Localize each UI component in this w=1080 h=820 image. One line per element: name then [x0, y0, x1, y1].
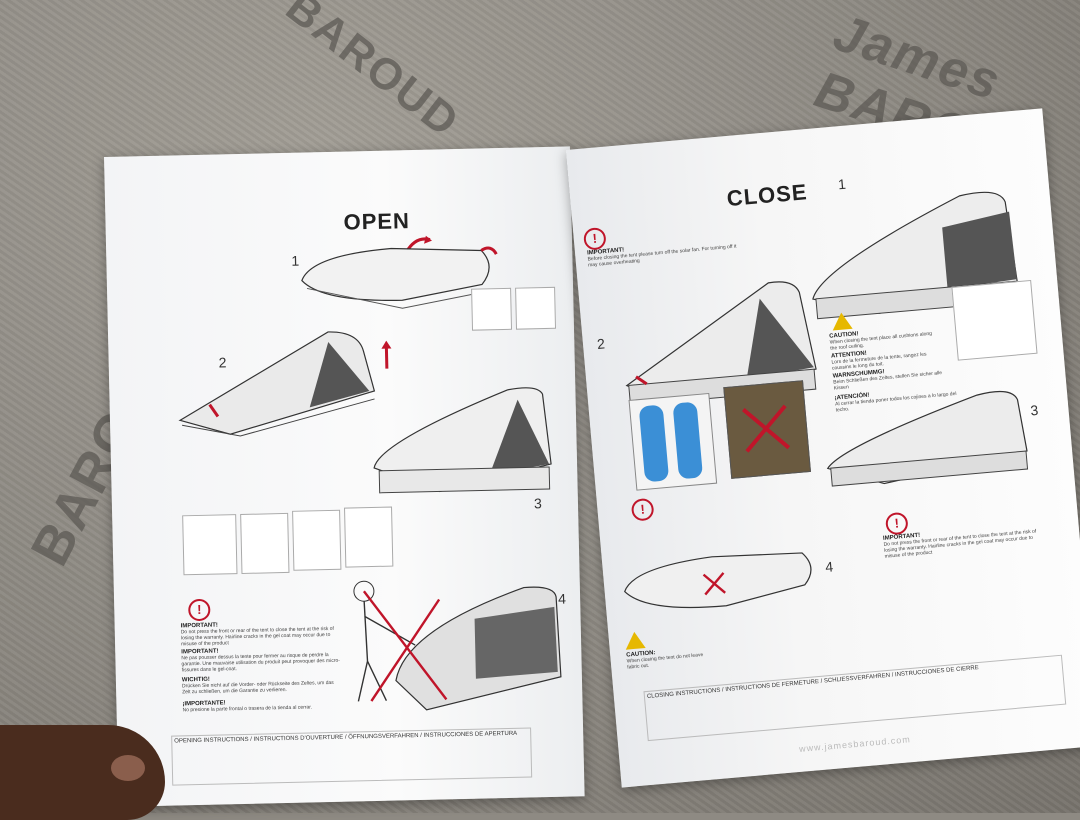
- tent-closed-illustration: [301, 246, 498, 309]
- detail-thumbnail: [292, 509, 342, 571]
- tent-closing-illustration: [826, 390, 1029, 487]
- website-url: www.jamesbaroud.com: [798, 734, 912, 754]
- step-number: 4: [824, 558, 834, 575]
- caution-icon: [831, 311, 853, 331]
- step-number: 3: [1029, 401, 1039, 419]
- opening-instructions-footer: OPENING INSTRUCTIONS / INSTRUCTIONS D'OU…: [171, 727, 533, 786]
- open-instructions-page: OPEN 1 2 3 ! IMPORTANT!Do not press the …: [104, 146, 585, 807]
- close-instructions-page: CLOSE ! IMPORTANT!Before closing the ten…: [566, 108, 1080, 788]
- detail-thumbnail: [471, 287, 513, 331]
- important-note-en: IMPORTANT!Do not press the front or rear…: [180, 622, 334, 648]
- page-title: OPEN: [343, 208, 411, 235]
- caution-note: CAUTION:When closing the tent do not lea…: [626, 650, 704, 671]
- cross-icon: [742, 404, 791, 453]
- detail-thumbnail: [344, 506, 394, 568]
- detail-thumbnail: [240, 512, 290, 574]
- tent-misuse-illustration: [353, 580, 562, 711]
- hand-holding-sheet: [0, 725, 165, 820]
- detail-thumbnail: [182, 514, 238, 576]
- detail-thumbnail: [515, 286, 557, 330]
- tent-opening-illustration: [178, 331, 376, 437]
- warning-icon: !: [188, 598, 211, 622]
- page-title: CLOSE: [725, 179, 809, 212]
- closing-instructions-footer: CLOSING INSTRUCTIONS / INSTRUCTIONS DE F…: [643, 654, 1067, 742]
- warning-icon: !: [582, 226, 607, 251]
- tent-open-illustration: [373, 387, 552, 494]
- important-note-de: WICHTIG!Drücken Sie nicht auf die Vorder…: [181, 676, 334, 696]
- warning-icon: !: [630, 497, 655, 522]
- detail-thumbnail: [951, 279, 1038, 361]
- tent-closed-illustration: [624, 552, 812, 609]
- important-note-es: ¡IMPORTANTE!No presione la parte frontal…: [182, 700, 313, 714]
- caution-icon: [624, 631, 646, 650]
- important-note-fr: IMPORTANT!Ne pas pousser dessus la tente…: [181, 648, 340, 674]
- arrow-up-icon: [381, 340, 392, 369]
- sleeping-bags-illustration: [628, 392, 718, 491]
- warning-icon: !: [884, 511, 909, 536]
- step-number: 2: [596, 335, 606, 353]
- important-note: IMPORTANT!Before closing the tent please…: [586, 243, 737, 269]
